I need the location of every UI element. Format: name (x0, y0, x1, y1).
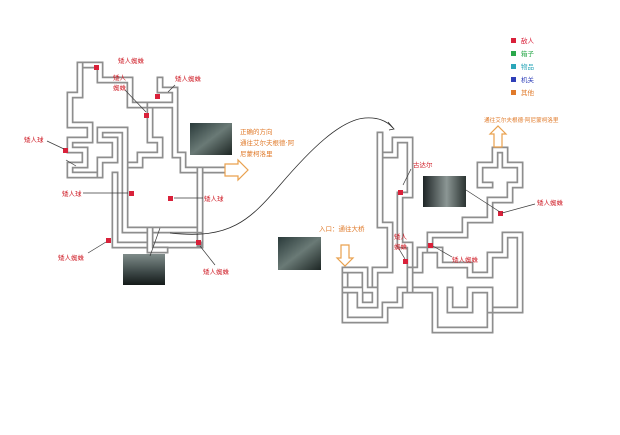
enemy-marker (63, 148, 68, 153)
enemy-marker (498, 211, 503, 216)
label-dwarf-spider-right-2: 矮人蜘蛛 (537, 198, 564, 207)
exit-note: 通往艾尔夫根德·阿尼蒙柯洛里 (484, 116, 559, 124)
legend-label-other: 其他 (521, 88, 535, 97)
enemy-marker (155, 94, 160, 99)
left-note-line-2: 通往艾尔夫根德·阿 (240, 138, 295, 147)
legend-swatch-item (511, 64, 516, 69)
right-map-corridors (341, 131, 524, 334)
enemy-marker (106, 238, 111, 243)
label-dwarf-spider-mid-2-r: 蜘蛛 (394, 242, 408, 251)
legend-swatch-enemy (511, 38, 516, 43)
enemy-marker (398, 190, 403, 195)
left-map-corridors (66, 61, 239, 254)
enemy-marker (196, 240, 201, 245)
label-gumall: 古达尔 (413, 160, 433, 169)
label-dwarf-spider-right: 矮人蜘蛛 (175, 74, 202, 83)
left-screenshot-bottom (123, 254, 165, 285)
connector-curve (169, 117, 394, 235)
legend-label-item: 物品 (521, 62, 534, 71)
label-dwarf-spider-mid-2: 蜘蛛 (113, 83, 127, 92)
enemy-marker (129, 191, 134, 196)
entrance-note: 入口：通往大桥 (319, 224, 365, 233)
legend-label-enemy: 敌人 (521, 36, 535, 45)
label-dwarf-spider-bottom-right: 矮人蜘蛛 (203, 267, 230, 276)
legend-swatch-box (511, 51, 516, 56)
label-dwarf-spider-lower: 矮人蜘蛛 (452, 255, 479, 264)
connector-arrowhead (387, 121, 395, 131)
left-note-line-3: 尼蒙柯洛里 (240, 149, 273, 158)
legend-label-mechanism: 机关 (521, 75, 535, 84)
label-dwarf-spider-bottom-left: 矮人蜘蛛 (58, 253, 85, 262)
label-dwarf-ball-left: 矮人球 (24, 135, 44, 144)
enemy-marker (428, 243, 433, 248)
label-dwarf-ball-right: 矮人球 (204, 194, 224, 203)
left-enemy-markers (46, 65, 216, 266)
label-dwarf-spider-top: 矮人蜘蛛 (118, 56, 145, 65)
right-screenshot-top (423, 176, 466, 207)
legend-label-box: 箱子 (521, 49, 535, 58)
enemy-marker (403, 259, 408, 264)
legend-swatch-mechanism (511, 77, 516, 82)
left-screenshot-top (190, 123, 232, 155)
left-note-line-1: 正确的方向 (240, 127, 273, 136)
label-dwarf-ball-mid: 矮人球 (62, 189, 82, 198)
label-dwarf-spider-mid-1-r: 矮人 (394, 232, 408, 241)
label-dwarf-spider-mid-1: 矮人 (113, 73, 127, 82)
entrance-arrow (335, 244, 355, 267)
left-map-labels: 矮人蜘蛛 矮人 蜘蛛 矮人蜘蛛 矮人球 矮人球 矮人球 矮人蜘蛛 矮人蜘蛛 正确… (24, 56, 295, 276)
enemy-marker (94, 65, 99, 70)
exit-arrow (488, 125, 508, 148)
right-screenshot-bottom (278, 237, 321, 270)
legend: 敌人 箱子 物品 机关 其他 (511, 36, 535, 97)
enemy-marker (168, 196, 173, 201)
enemy-marker (144, 113, 149, 118)
right-map-labels: 古达尔 矮人蜘蛛 矮人 蜘蛛 矮人蜘蛛 入口：通往大桥 通往艾尔夫根德·阿尼蒙柯… (319, 116, 564, 264)
legend-swatch-other (511, 90, 516, 95)
left-exit-arrow (224, 158, 249, 182)
right-enemy-markers (398, 168, 536, 264)
